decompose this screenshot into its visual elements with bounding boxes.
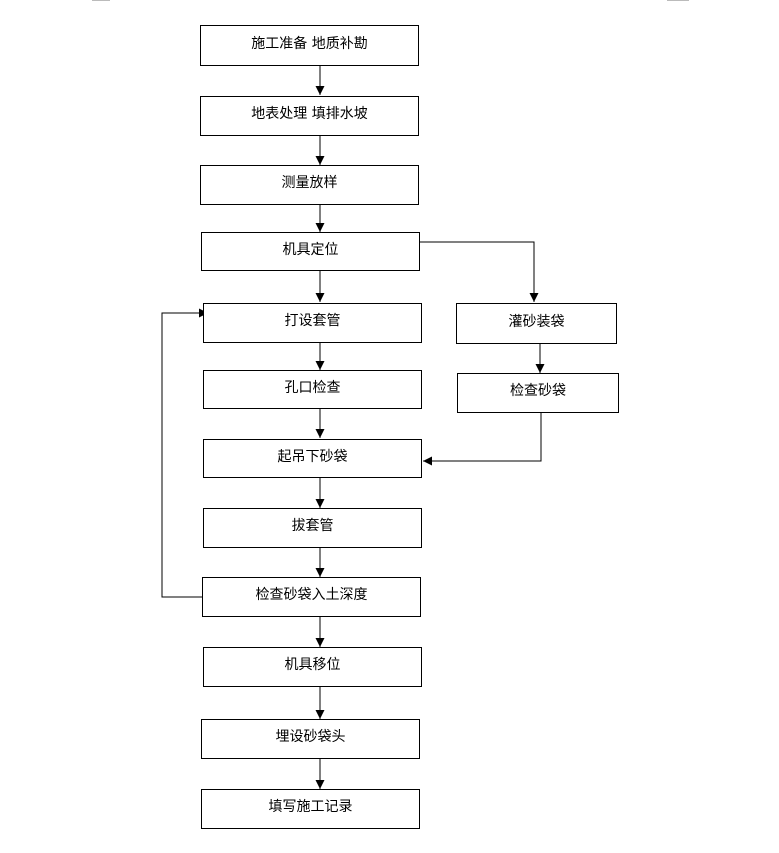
arrow-check-to-lower (423, 413, 542, 466)
step-check-sandbag: 检查砂袋 (457, 373, 619, 413)
arrow-position-to-fill (420, 241, 539, 302)
crop-mark-top-right (667, 0, 689, 1)
step-lower-sandbag: 起吊下砂袋 (203, 439, 422, 478)
step-drive-casing: 打设套管 (203, 303, 422, 343)
step-machine-move: 机具移位 (203, 647, 422, 687)
arrow-depth-loop-to-drive (161, 308, 208, 598)
step-check-depth: 检查砂袋入土深度 (202, 577, 421, 617)
step-hole-check: 孔口检查 (203, 370, 422, 409)
step-surface-treatment: 地表处理 填排水坡 (200, 96, 419, 136)
step-survey-layout: 测量放样 (200, 165, 419, 205)
step-machine-positioning: 机具定位 (201, 232, 420, 271)
step-pull-casing: 拔套管 (203, 508, 422, 548)
crop-mark-top-left (92, 0, 110, 1)
step-bury-sandbag-head: 埋设砂袋头 (201, 719, 420, 759)
step-fill-sandbag: 灌砂装袋 (456, 303, 617, 344)
step-construction-prep: 施工准备 地质补勘 (200, 25, 419, 66)
step-fill-record: 填写施工记录 (201, 789, 420, 829)
